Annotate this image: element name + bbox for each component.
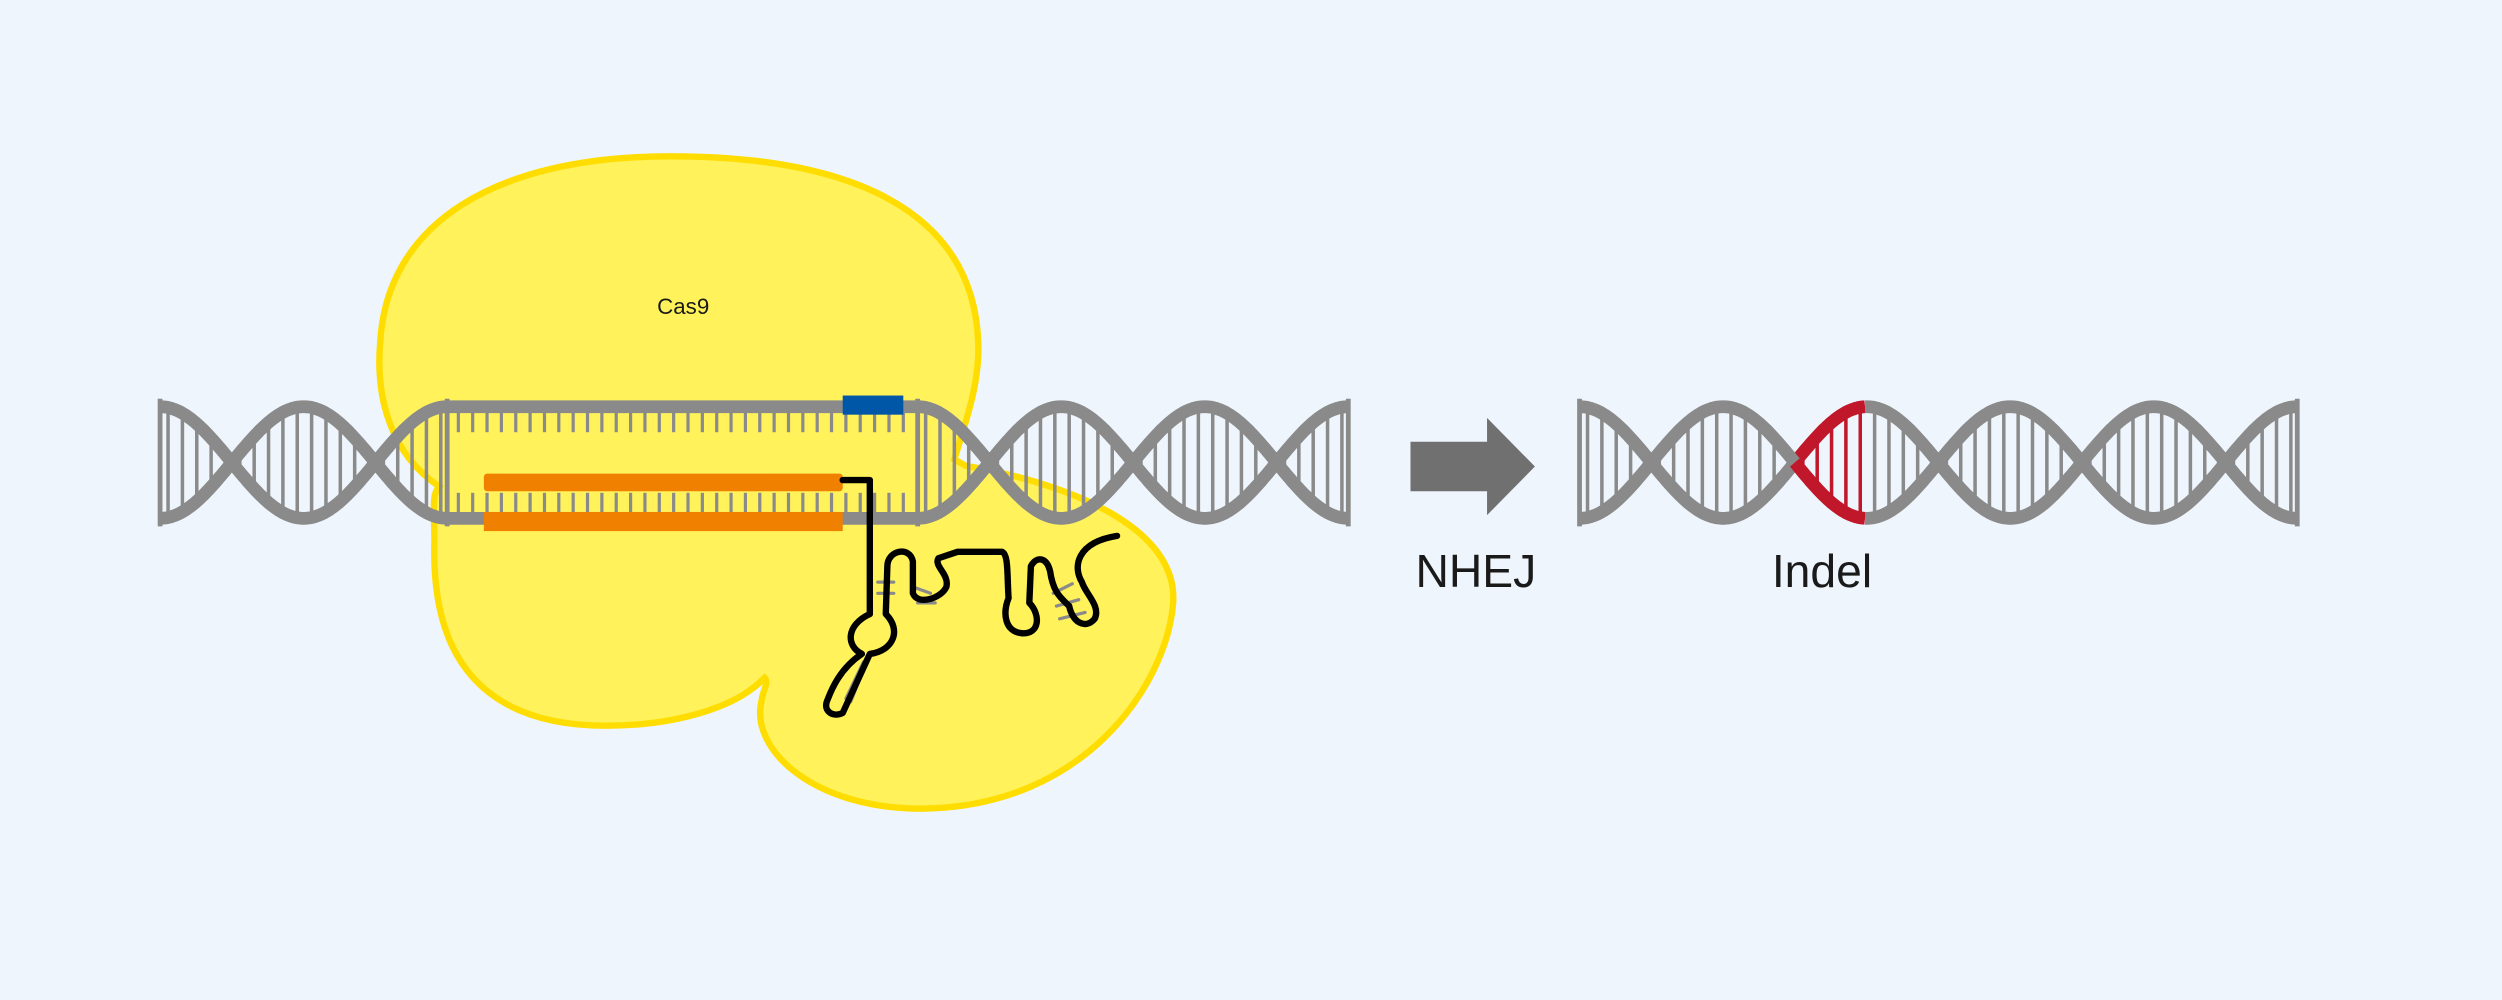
arrow-icon — [1410, 417, 1535, 516]
dna-strand — [160, 400, 448, 525]
indel-label: Indel — [1772, 545, 1872, 597]
dna-strand — [1865, 400, 2298, 525]
dna-strand — [1579, 400, 1800, 525]
dna-strand — [1789, 400, 1866, 467]
cas9-label: Cas9 — [657, 294, 709, 319]
dna-strand — [160, 400, 448, 525]
sgrna-scaffold — [822, 476, 1121, 718]
nhej-label: NHEJ — [1415, 545, 1536, 597]
pam-site — [842, 395, 904, 415]
dna-strand — [917, 400, 1349, 525]
target-strand-hybrid — [483, 511, 843, 532]
repaired-dna-with-indel — [1577, 398, 2300, 527]
guide-rna-spacer — [483, 473, 843, 492]
dna-strand — [1579, 400, 1800, 525]
dna-strand — [1789, 458, 1866, 525]
